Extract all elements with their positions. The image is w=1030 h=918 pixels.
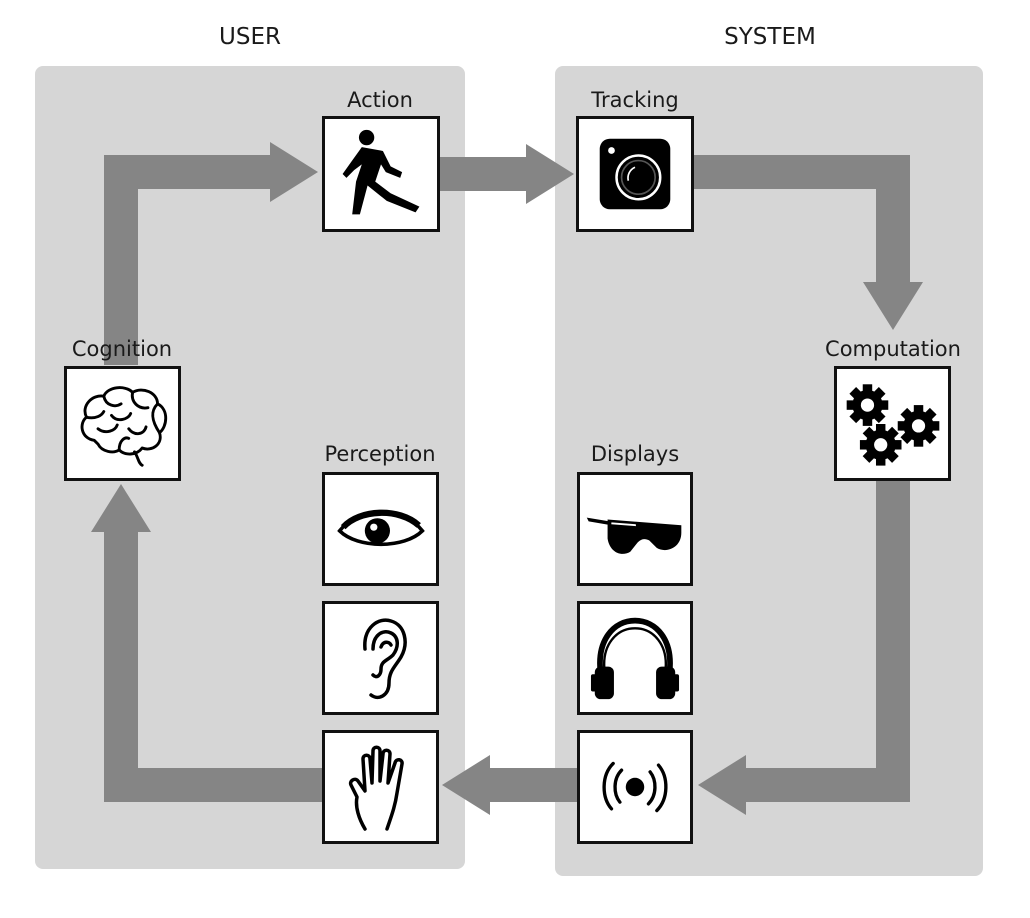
display-glasses-box [577,472,693,586]
running-person-icon [342,129,420,215]
action-box [322,116,440,232]
tracking-label: Tracking [591,88,679,112]
perception-hand-box [322,730,439,844]
arrow-tracking-to-computation [693,155,923,330]
eye-icon [336,509,425,547]
arrow-action-to-tracking [440,144,574,204]
display-haptic-box [577,730,693,844]
perception-eye-box [322,472,439,586]
arrow-cognition-to-action [104,142,318,365]
arrow-perception-to-cognition [91,484,322,802]
perception-label: Perception [324,442,436,466]
headphones-icon [590,617,680,700]
system-section-title: SYSTEM [724,24,816,50]
action-label: Action [347,88,413,112]
arrow-computation-to-displays [698,480,910,815]
vibration-icon [602,761,668,813]
gears-icon [846,383,939,466]
user-section-title: USER [219,24,281,50]
arrow-displays-to-perception [442,755,578,815]
computation-box [834,366,951,481]
perception-ear-box [322,601,439,715]
brain-icon [80,385,167,467]
hand-icon [348,745,404,831]
cognition-box [64,366,181,481]
displays-label: Displays [590,442,680,466]
camera-icon [599,138,671,210]
ear-icon [362,618,407,700]
glasses-icon [586,517,682,554]
cognition-label: Cognition [71,337,173,361]
display-headphones-box [577,601,693,715]
tracking-box [576,116,694,232]
computation-label: Computation [825,337,961,361]
